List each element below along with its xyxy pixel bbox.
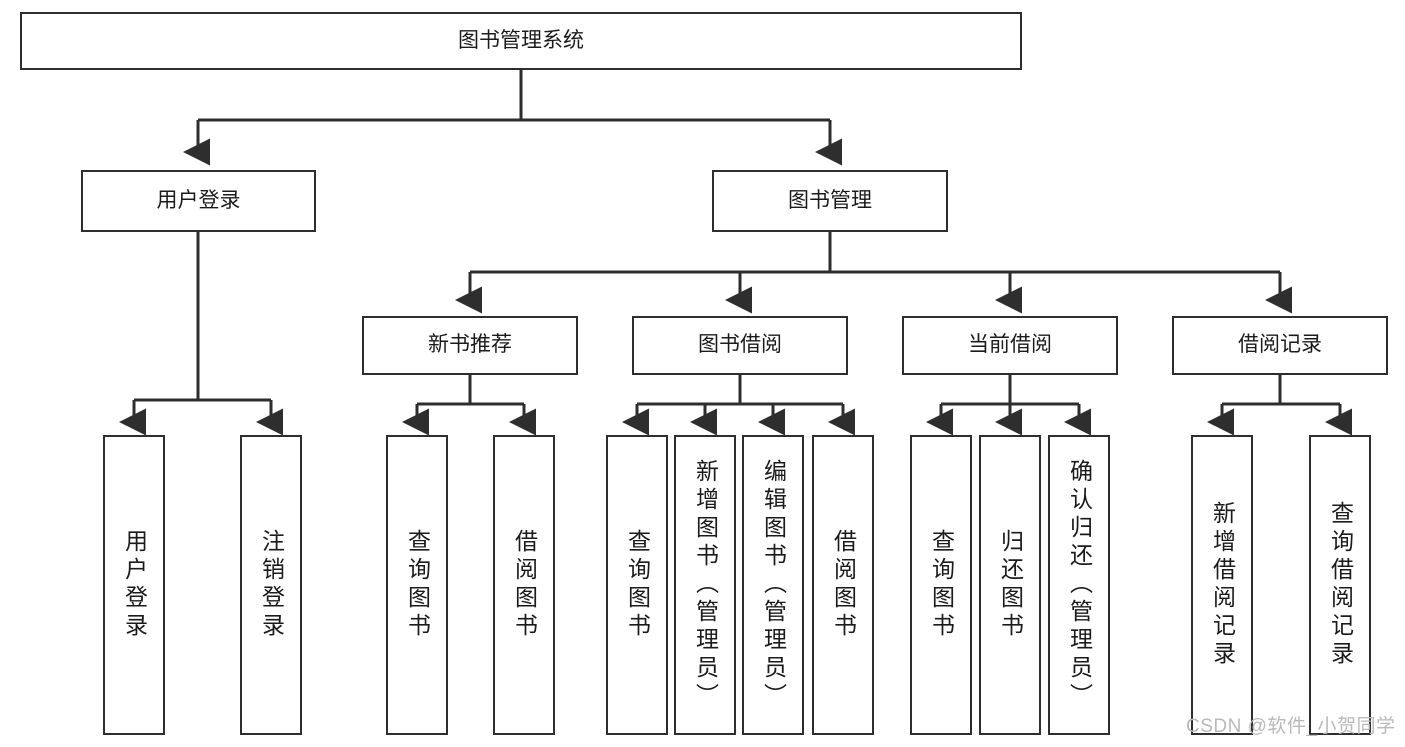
node-label: 借阅图书 [830, 529, 857, 641]
node-book-management[interactable]: 图书管理 [712, 170, 948, 232]
leaf-record-add-borrow-record[interactable]: 新增借阅记录 [1191, 435, 1253, 735]
node-label: 借阅图书 [511, 529, 538, 641]
node-root-book-management-system[interactable]: 图书管理系统 [20, 12, 1022, 70]
node-user-login[interactable]: 用户登录 [81, 170, 316, 232]
leaf-current-return-book[interactable]: 归还图书 [979, 435, 1041, 735]
leaf-recommend-borrow-book[interactable]: 借阅图书 [493, 435, 555, 735]
node-label: 用户登录 [121, 529, 148, 641]
node-label: 注销登录 [258, 529, 285, 641]
node-label: 确认归还（管理员） [1066, 459, 1093, 711]
node-label: 借阅记录 [1238, 333, 1322, 357]
node-book-borrow[interactable]: 图书借阅 [632, 316, 848, 375]
leaf-current-query-book[interactable]: 查询图书 [910, 435, 972, 735]
node-label: 图书借阅 [698, 333, 782, 357]
leaf-borrow-edit-book-admin[interactable]: 编辑图书（管理员） [742, 435, 804, 735]
node-current-borrow[interactable]: 当前借阅 [902, 316, 1118, 375]
csdn-watermark: CSDN @软件_小贺同学 [1186, 716, 1396, 737]
leaf-borrow-borrow-book[interactable]: 借阅图书 [812, 435, 874, 735]
leaf-logout-login[interactable]: 注销登录 [240, 435, 302, 735]
node-borrow-record[interactable]: 借阅记录 [1172, 316, 1388, 375]
node-label: 新书推荐 [428, 333, 512, 357]
leaf-borrow-add-book-admin[interactable]: 新增图书（管理员） [674, 435, 736, 735]
node-label: 新增图书（管理员） [692, 459, 719, 711]
leaf-borrow-query-book[interactable]: 查询图书 [606, 435, 668, 735]
node-label: 编辑图书（管理员） [760, 459, 787, 711]
node-label: 查询图书 [624, 529, 651, 641]
node-label: 图书管理系统 [458, 28, 584, 52]
node-label: 查询图书 [404, 529, 431, 641]
node-new-book-recommend[interactable]: 新书推荐 [362, 316, 578, 375]
node-label: 归还图书 [997, 529, 1024, 641]
node-label: 查询借阅记录 [1327, 501, 1354, 669]
leaf-current-confirm-return-admin[interactable]: 确认归还（管理员） [1048, 435, 1110, 735]
leaf-user-login[interactable]: 用户登录 [103, 435, 165, 735]
node-label: 查询图书 [928, 529, 955, 641]
node-label: 当前借阅 [968, 333, 1052, 357]
node-label: 新增借阅记录 [1209, 501, 1236, 669]
node-label: 用户登录 [156, 188, 241, 212]
node-label: 图书管理 [788, 188, 872, 212]
leaf-recommend-query-book[interactable]: 查询图书 [386, 435, 448, 735]
leaf-record-query-borrow-record[interactable]: 查询借阅记录 [1309, 435, 1371, 735]
